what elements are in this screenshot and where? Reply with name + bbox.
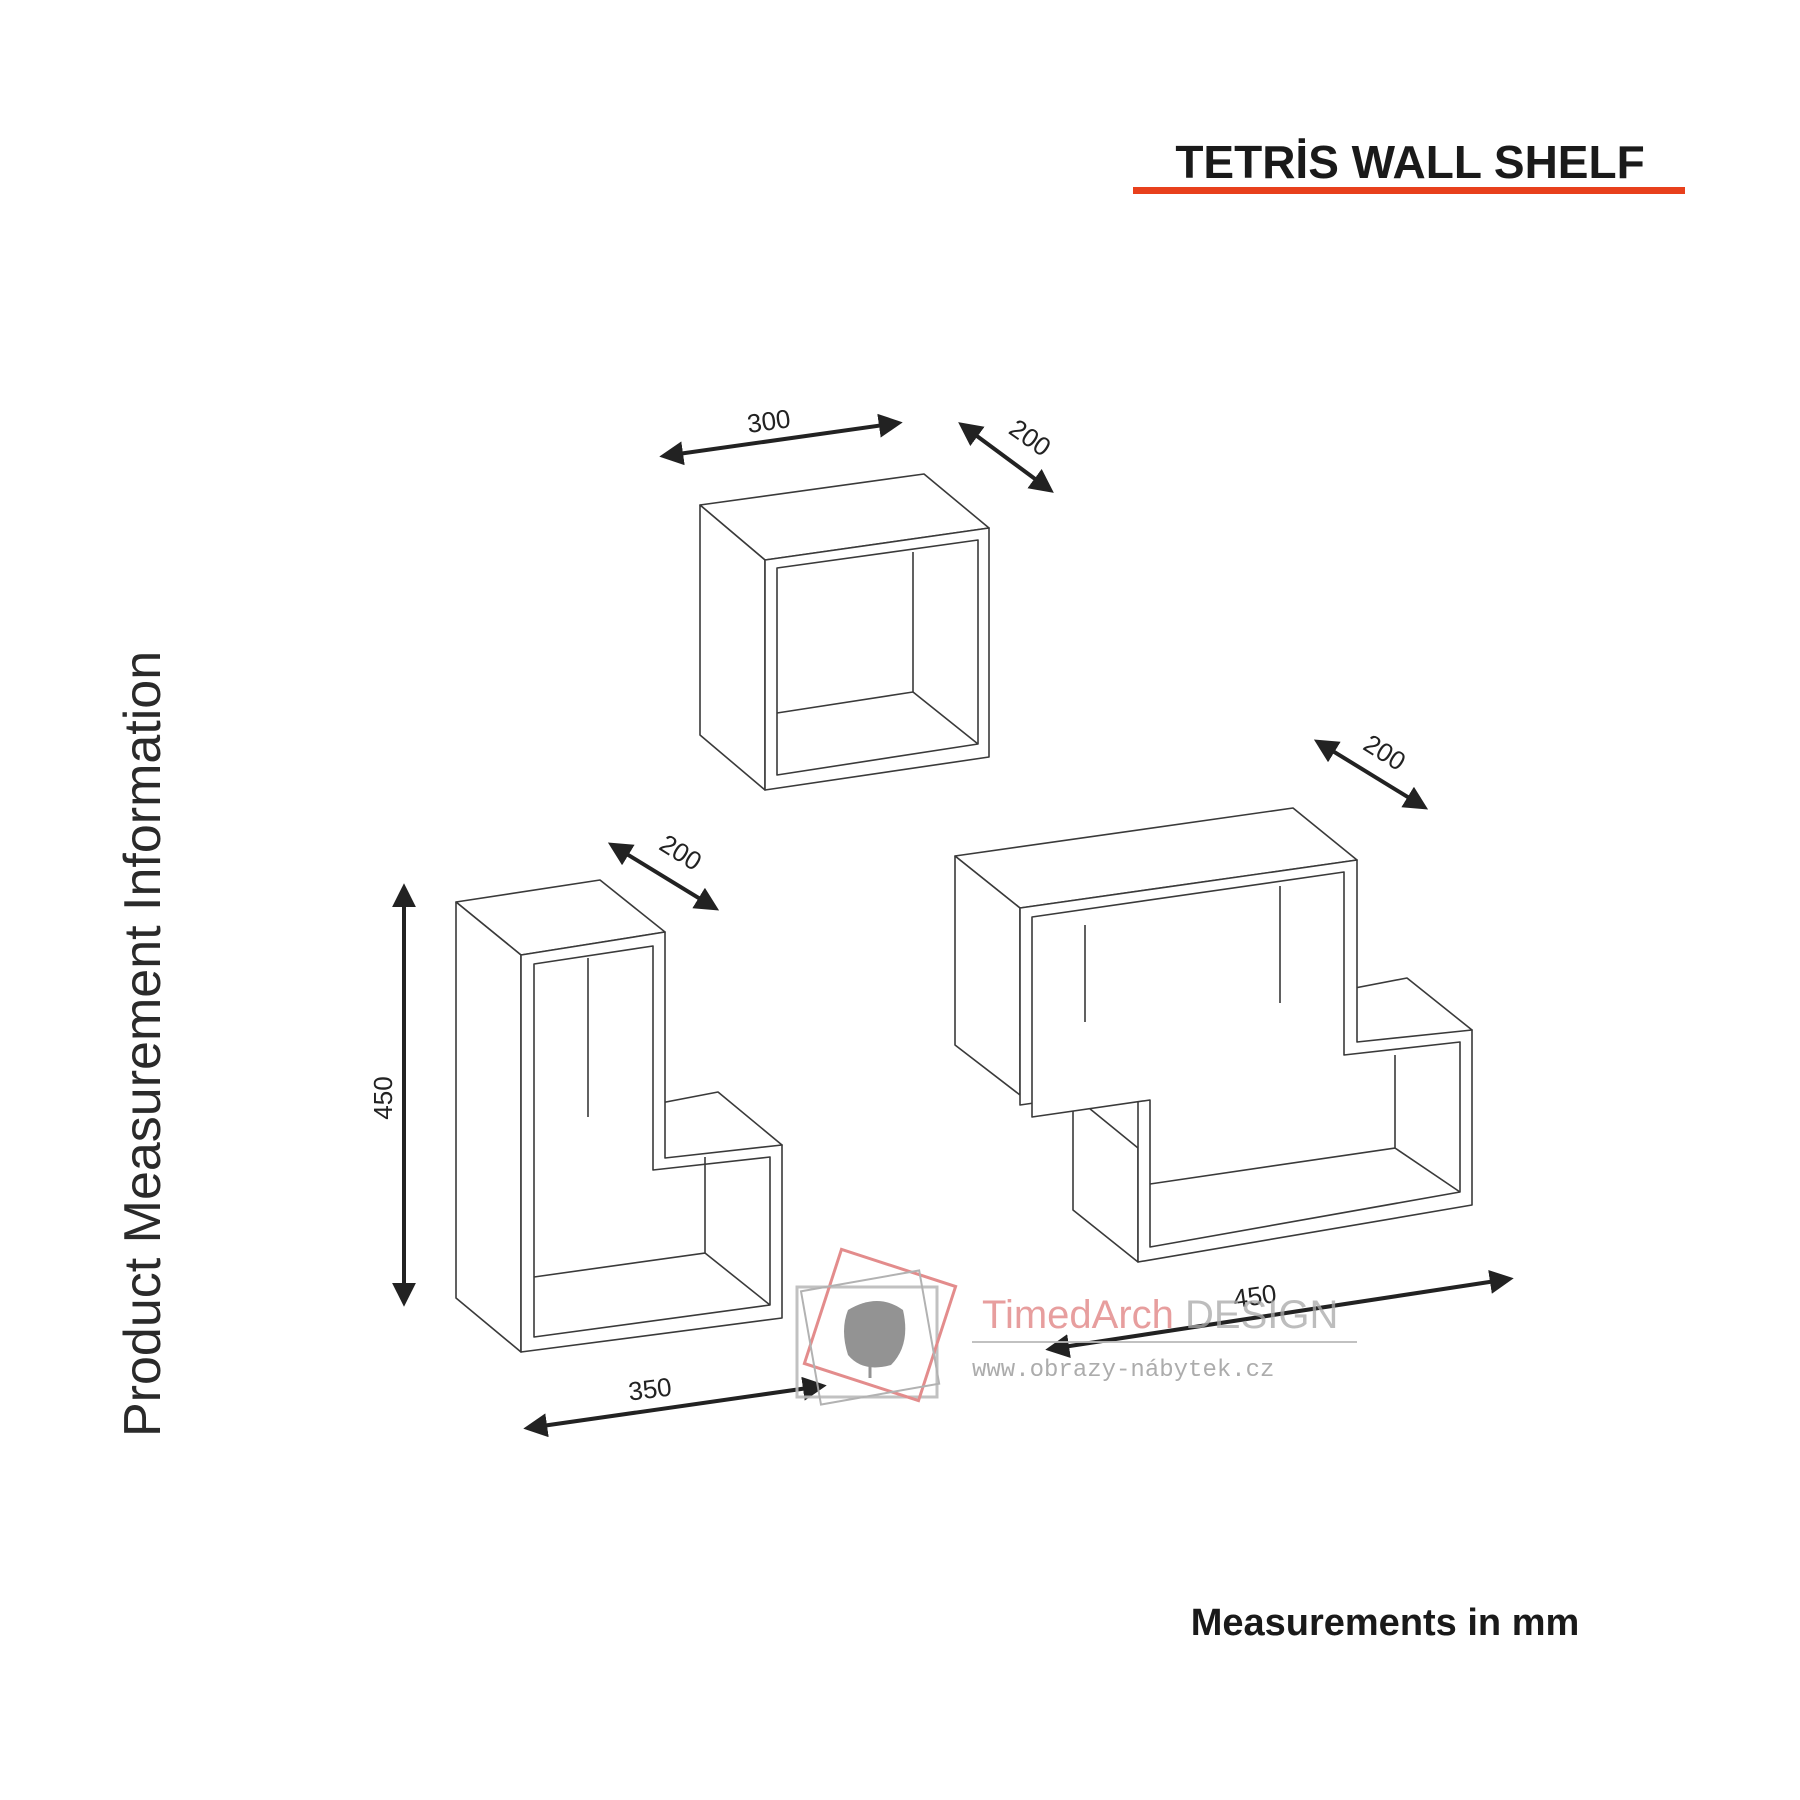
dimension-left-depth: 200: [607, 828, 720, 911]
dim-label: 200: [654, 828, 707, 876]
dim-label: 450: [368, 1076, 398, 1119]
dimension-cube-width: 300: [659, 403, 903, 466]
dimension-cube-depth: 200: [958, 413, 1057, 493]
dim-label: 200: [1004, 413, 1057, 462]
measurement-unit-note: Measurements in mm: [1191, 1602, 1580, 1644]
dim-label: 300: [745, 403, 792, 439]
watermark: TimedArch DESIGN www.obrazy-nábytek.cz: [795, 1247, 1357, 1406]
cube-shelf: [699, 473, 990, 791]
watermark-url: www.obrazy-nábytek.cz: [972, 1357, 1274, 1384]
dimension-right-width: 450: [1045, 1270, 1514, 1358]
watermark-brand-b: DESIGN: [1185, 1293, 1338, 1337]
dimension-left-width: 350: [523, 1372, 827, 1438]
watermark-logo: [795, 1247, 958, 1406]
dimension-left-height: 450: [368, 883, 416, 1307]
page-title: TETRİS WALL SHELF: [1175, 136, 1644, 188]
left-l-shelf: [455, 879, 783, 1353]
watermark-brand-a: TimedArch: [982, 1293, 1174, 1337]
dim-label: 350: [627, 1372, 674, 1407]
dimension-right-depth: 200: [1313, 728, 1429, 810]
dim-label: 450: [1231, 1278, 1278, 1314]
right-s-shelf: [954, 807, 1473, 1263]
title-underline: [1133, 187, 1685, 194]
side-label: Product Measurement Information: [114, 651, 172, 1437]
